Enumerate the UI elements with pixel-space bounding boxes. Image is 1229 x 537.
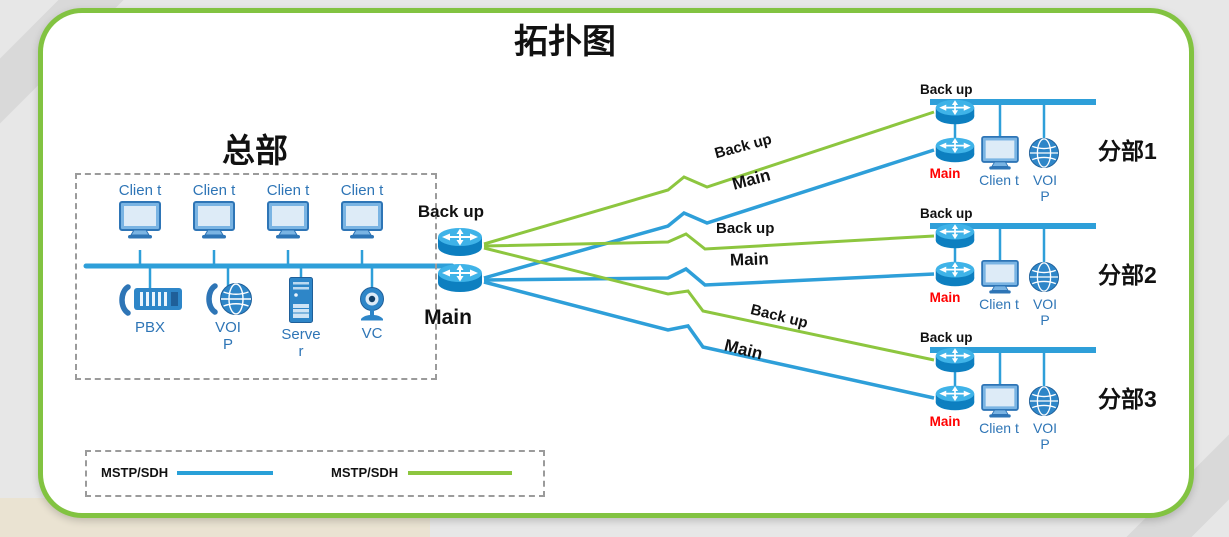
client-computer-icon <box>340 201 384 239</box>
core-main-router-icon <box>436 262 484 294</box>
branch-main-label: Main <box>929 414 961 429</box>
branch-main-router-icon <box>934 260 976 288</box>
server-label: Serve r <box>281 326 321 360</box>
server-icon <box>288 276 314 324</box>
hq-server: Serve r <box>281 276 321 360</box>
link-label-main-2: Main <box>729 249 770 270</box>
legend-line-backup <box>408 471 512 475</box>
client-computer-icon <box>192 201 236 239</box>
client-label: Clien t <box>979 172 1019 188</box>
branch-name: 分部3 <box>1098 386 1157 412</box>
legend-line-main <box>177 471 273 475</box>
client-label: Clien t <box>340 182 384 199</box>
client-label: Clien t <box>979 296 1019 312</box>
phone-handset-icon <box>204 283 218 315</box>
branch-name: 分部1 <box>1098 138 1157 164</box>
voip-label: VOI P <box>1032 172 1058 204</box>
core-main-label: Main <box>424 306 472 329</box>
hq-client-3: Clien t <box>260 182 316 239</box>
voip-label: VOI P <box>1032 420 1058 452</box>
core-backup-router-icon <box>436 226 484 258</box>
branch-1: Back up Main Clien t VOI P 分部1 <box>916 80 1186 216</box>
headquarters-box <box>75 173 437 380</box>
branch-backup-label: Back up <box>920 330 973 345</box>
client-computer-icon <box>980 260 1020 294</box>
branch-backup-label: Back up <box>920 206 973 221</box>
vc-label: VC <box>361 325 383 342</box>
voip-label: VOI P <box>1032 296 1058 328</box>
voip-globe-icon <box>1028 385 1060 417</box>
client-label: Clien t <box>266 182 310 199</box>
voip-globe-icon <box>219 282 253 316</box>
hq-pbx: PBX <box>110 284 190 336</box>
branch-main-label: Main <box>929 290 961 305</box>
branch-backup-router-icon <box>934 222 976 250</box>
branch-name: 分部2 <box>1098 262 1157 288</box>
branch-backup-label: Back up <box>920 82 973 97</box>
client-computer-icon <box>980 384 1020 418</box>
legend-label-main: MSTP/SDH <box>101 465 169 480</box>
pbx-label: PBX <box>134 319 165 336</box>
hq-voip: VOI P <box>200 282 256 353</box>
hq-vc: VC <box>352 286 392 342</box>
hq-client-4: Clien t <box>334 182 390 239</box>
branch-backup-router-icon <box>934 346 976 374</box>
video-camera-icon <box>354 286 390 322</box>
voip-globe-icon <box>1028 261 1060 293</box>
headquarters-label: 总部 <box>222 132 288 169</box>
phone-handset-icon <box>117 284 131 316</box>
core-backup-label: Back up <box>417 202 484 221</box>
branch-main-router-icon <box>934 136 976 164</box>
hq-client-1: Clien t <box>112 182 168 239</box>
branch-2: Back up Main Clien t VOI P 分部2 <box>916 204 1186 340</box>
page-title: 拓扑图 <box>514 23 616 61</box>
client-computer-icon <box>118 201 162 239</box>
branch-main-router-icon <box>934 384 976 412</box>
client-computer-icon <box>980 136 1020 170</box>
branch-3: Back up Main Clien t VOI P 分部3 <box>916 328 1186 464</box>
pbx-rack-icon <box>133 286 183 314</box>
branch-main-label: Main <box>929 166 961 181</box>
client-label: Clien t <box>192 182 236 199</box>
client-label: Clien t <box>979 420 1019 436</box>
legend-label-backup: MSTP/SDH <box>331 465 399 480</box>
voip-globe-icon <box>1028 137 1060 169</box>
hq-client-2: Clien t <box>186 182 242 239</box>
voip-label: VOI P <box>215 319 241 353</box>
legend: MSTP/SDH MSTP/SDH <box>85 450 545 497</box>
client-computer-icon <box>266 201 310 239</box>
link-label-backup-2: Back up <box>716 220 775 237</box>
client-label: Clien t <box>118 182 162 199</box>
branch-backup-router-icon <box>934 98 976 126</box>
